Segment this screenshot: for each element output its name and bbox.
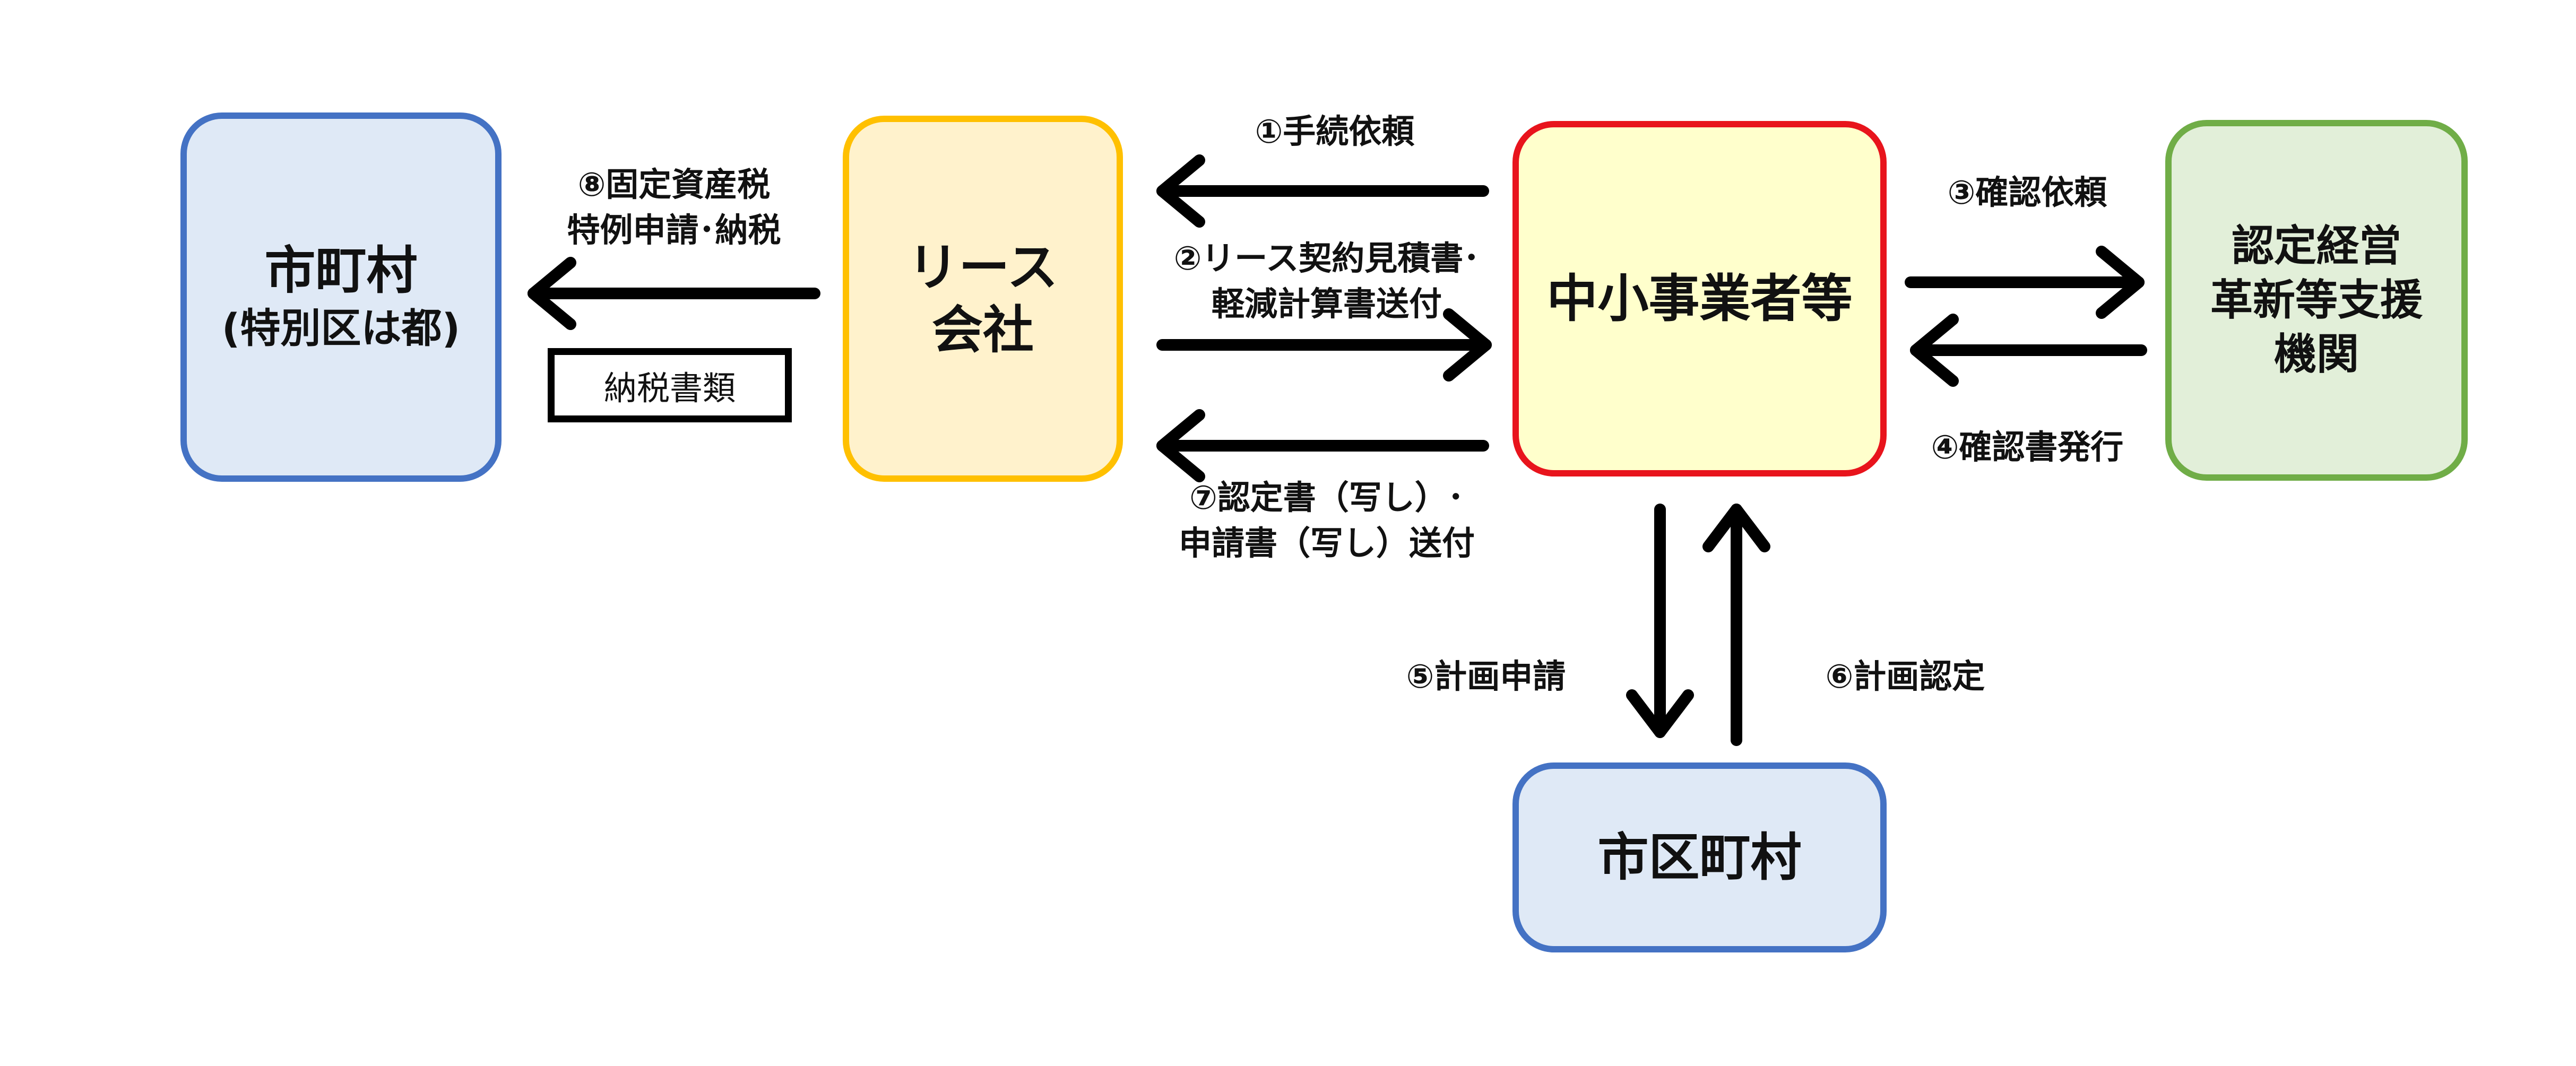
edge-label-2: ②リース契約見積書･ 軽減計算書送付 xyxy=(1173,239,1480,323)
node-support-agency: 認定経営 革新等支援 機関 xyxy=(2165,120,2468,481)
edge-label-8: ⑧固定資産税 特例申請･納税 xyxy=(567,165,781,249)
arrow-5-plan-application xyxy=(1626,504,1694,738)
node-sme-label: 中小事業者等 xyxy=(1546,269,1853,328)
node-city-note: (特別区は都) xyxy=(221,305,461,352)
arrow-8-tax-filing xyxy=(528,257,820,330)
edge-label-4: ④確認書発行 xyxy=(1931,428,2124,466)
edge-label-7: ⑦認定書（写し）･ 申請書（写し）送付 xyxy=(1178,478,1475,562)
node-municipality: 市区町村 xyxy=(1512,762,1887,952)
arrow-7-certificate-send xyxy=(1156,409,1489,482)
node-municipality-label: 市区町村 xyxy=(1597,828,1802,887)
edge-label-1: ①手続依頼 xyxy=(1255,112,1415,151)
node-support-line1: 認定経営 xyxy=(2232,221,2401,271)
node-lease-company: リース 会社 xyxy=(843,116,1123,482)
edge-label-6: ⑥計画認定 xyxy=(1825,657,1985,696)
node-city-name: 市町村 xyxy=(264,241,418,300)
node-lease-line1: リース xyxy=(907,238,1058,297)
arrow-3-confirmation-request xyxy=(1905,246,2145,319)
tax-documents-box: 納税書類 xyxy=(548,348,792,422)
arrow-1-procedure-request xyxy=(1156,154,1489,228)
arrow-2-estimate-send xyxy=(1156,308,1492,382)
arrow-6-plan-approval xyxy=(1702,504,1770,746)
node-support-line2: 革新等支援 xyxy=(2210,275,2423,325)
edge-label-3: ③確認依頼 xyxy=(1947,173,2107,212)
node-city: 市町村 (特別区は都) xyxy=(180,112,502,482)
edge-label-5: ⑤計画申請 xyxy=(1406,657,1566,696)
node-lease-line2: 会社 xyxy=(932,300,1034,360)
node-sme: 中小事業者等 xyxy=(1512,121,1887,476)
arrow-4-confirmation-issue xyxy=(1910,314,2147,387)
node-support-line3: 機関 xyxy=(2274,330,2359,379)
